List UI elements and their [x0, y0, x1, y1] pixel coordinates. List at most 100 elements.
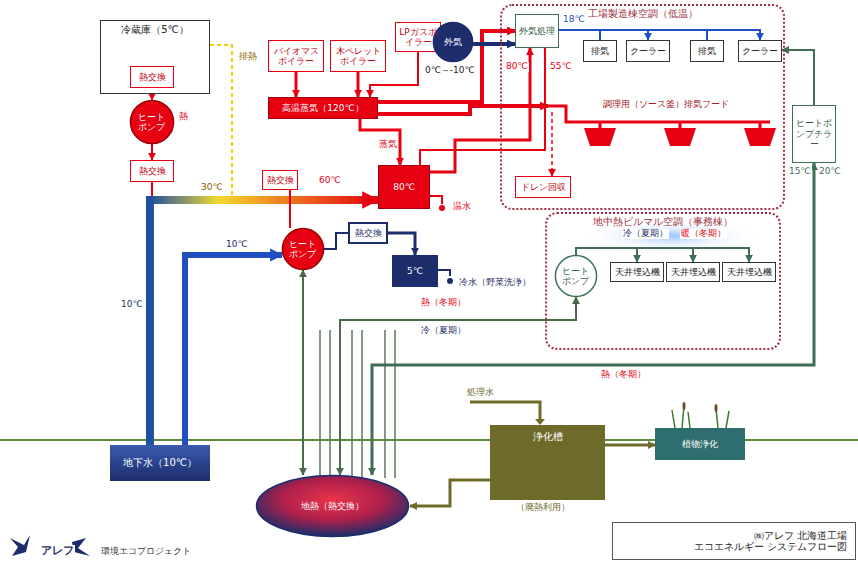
- node-text-block: ヒートポンプ: [561, 266, 591, 287]
- faucets: [439, 205, 445, 211]
- boiler-box: 木ペレットボイラー: [330, 40, 386, 72]
- pipe-connector: [559, 30, 760, 40]
- exhaust-stubs: [600, 30, 707, 40]
- node-text-block: ヒートポンプ: [136, 112, 168, 133]
- node-label: 熱交換: [267, 175, 294, 185]
- node-text-block: 排気: [698, 46, 716, 56]
- node-label: ヒートポンプチラー: [796, 118, 832, 149]
- node-label: 植物浄化: [682, 439, 718, 449]
- pipe-connector: [605, 444, 655, 447]
- logo-text: 環境エコプロジェクト: [100, 547, 192, 557]
- node-label: 冷蔵庫（5℃）: [121, 24, 189, 36]
- flow-note: 0℃～-10℃: [424, 66, 476, 76]
- heat-pump-circle: ヒートポンプ: [555, 255, 597, 297]
- geothermal-ellipse: 地熱（熱交換）: [255, 475, 410, 537]
- node-text-block: 熱交換: [139, 72, 166, 82]
- node-text-block: 外気処理: [519, 26, 555, 36]
- ground-pipes: [329, 330, 331, 478]
- node-text-block: 天井埋込機: [727, 267, 772, 277]
- node-text-block: 木ペレットボイラー: [334, 46, 382, 67]
- node-label: ヒートポンプ: [288, 239, 318, 260]
- flow-note: 15℃: [788, 167, 812, 177]
- node-label: LPガスボイラー: [399, 27, 437, 48]
- shape-outline: [282, 228, 323, 269]
- reed-plants: [672, 410, 675, 428]
- exhaust-box: 排気: [583, 40, 617, 62]
- cooler-box: クーラー: [738, 40, 782, 62]
- node-label: エコエネルギー システムフロー図: [694, 541, 847, 553]
- title-box: ㈱アレフ 北海道工場エコエネルギー システムフロー図: [612, 522, 856, 560]
- flow-note: 10℃: [225, 240, 249, 250]
- hvac-zone: 外気処理排気クーラー排気クーラー調理用（ソース釜）排気フードドレン回収工場製造棟…: [500, 4, 785, 210]
- pipe-connector: [576, 248, 749, 262]
- shape-outline: [433, 22, 472, 61]
- flow-note: 熱（冬期）: [420, 298, 467, 308]
- node-label: クーラー: [630, 46, 666, 56]
- pipe-connector: [324, 233, 348, 249]
- faucets: [430, 196, 442, 204]
- heat-exchanger: 熱交換: [130, 66, 174, 88]
- exhaust-hoods: [664, 128, 696, 146]
- office-hvac-zone: ヒートポンプ天井埋込機天井埋込機天井埋込機地中熱ビルマル空調（事務棟）: [545, 212, 781, 350]
- reed-plants: [672, 402, 729, 428]
- node-text-block: LPガスボイラー: [399, 27, 437, 48]
- node-text-block: 地熱（熱交換）: [301, 501, 364, 511]
- indoor-unit-box: 天井埋込機: [610, 262, 664, 282]
- flow-note: 55℃: [549, 62, 573, 72]
- ground-pipes: [319, 330, 321, 478]
- cold-water-tank: 5℃: [392, 255, 438, 287]
- reed-plants: [715, 404, 718, 412]
- steam-header: 高温蒸気（120℃）: [268, 97, 378, 119]
- groundwater-band: 地下水（10℃）: [110, 445, 210, 481]
- boiler-box: バイオマスボイラー: [268, 40, 324, 72]
- pipe-connector: [295, 72, 298, 97]
- shape-outline: [555, 255, 596, 296]
- logo-mark: [10, 535, 30, 556]
- node-text-block: 外気: [444, 37, 462, 47]
- node-text-block: 植物浄化: [682, 439, 718, 449]
- exchanger-pipe: [151, 182, 153, 196]
- treated-water-pipe: [470, 402, 545, 425]
- node-label: 地中熱ビルマル空調（事務棟）: [547, 216, 779, 228]
- hood-row: 調理用（ソース釜）排気フード: [548, 96, 783, 112]
- ground-pipes: [384, 330, 386, 478]
- node-label: 木ペレットボイラー: [334, 46, 382, 67]
- flow-note: 暖（冬期）: [680, 229, 727, 239]
- logo-text: アレフ: [40, 545, 75, 557]
- node-text-block: バイオマスボイラー: [272, 46, 320, 67]
- node-label: 80℃: [393, 182, 415, 192]
- wetland-box: 植物浄化: [655, 428, 745, 460]
- heat-exchanger: 熱交換: [348, 222, 388, 244]
- flow-note: 30℃: [200, 183, 224, 193]
- node-label: 浄化槽: [533, 431, 563, 443]
- node-label: 天井埋込機: [615, 267, 660, 277]
- shape-outline: [130, 100, 173, 143]
- flow-note: 10℃: [120, 300, 144, 310]
- indoor-unit-box: 天井埋込機: [666, 262, 720, 282]
- pipe-connector: [150, 200, 378, 445]
- flow-note: （廃熱利用）: [515, 503, 571, 513]
- node-text-block: 地中熱ビルマル空調（事務棟）: [547, 216, 779, 228]
- node-label: 天井埋込機: [727, 267, 772, 277]
- flow-note: 冷（夏期）: [420, 326, 467, 336]
- exhaust-hoods: [600, 122, 760, 128]
- reed-plants: [688, 412, 690, 428]
- cold-storage-box: 熱交換 冷蔵庫（5℃）: [100, 20, 210, 94]
- node-text-block: 浄化槽: [533, 431, 563, 443]
- node-label: 熱交換: [355, 228, 382, 238]
- node-label: 地熱（熱交換）: [301, 501, 364, 511]
- faucets: [447, 278, 453, 284]
- node-text-block: 地下水（10℃）: [123, 457, 197, 469]
- node-label: ㈱アレフ 北海道工場: [694, 530, 847, 542]
- pipe-label: 蒸気: [378, 140, 398, 150]
- node-text-block: 熱交換: [267, 175, 294, 185]
- node-text-block: 5℃: [407, 266, 423, 276]
- flow-note: 冷水（野菜洗浄）: [458, 278, 532, 288]
- node-text-block: 80℃: [393, 182, 415, 192]
- node-text-block: ㈱アレフ 北海道工場エコエネルギー システムフロー図: [694, 530, 847, 553]
- pipe-connector: [559, 30, 648, 40]
- node-text-block: 熱交換: [139, 166, 166, 176]
- node-label: 外気処理: [519, 26, 555, 36]
